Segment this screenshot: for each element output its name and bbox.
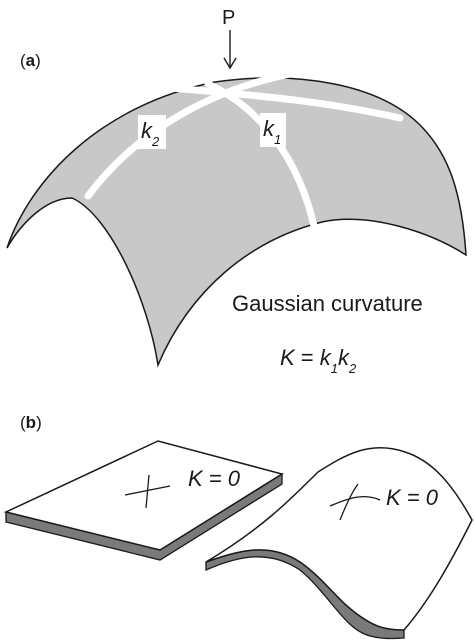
k2-label-background	[138, 115, 166, 149]
panel-a: (a) P k2 k1 Gaussian curvature K = k1k2	[6, 7, 467, 376]
point-p-arrow-icon	[223, 30, 237, 70]
point-p-label: P	[222, 7, 235, 29]
flat-plate: K = 0	[3, 440, 284, 561]
panel-a-label: (a)	[20, 51, 41, 70]
gaussian-curvature-caption: Gaussian curvature	[232, 291, 423, 316]
k2-label: k2	[141, 118, 160, 149]
panel-b: (b) K = 0 K = 0	[3, 413, 473, 640]
curved-surface	[6, 77, 467, 368]
k1-label-background	[260, 113, 286, 147]
curved-sheet-cross-horizontal	[329, 496, 381, 507]
curved-sheet: K = 0	[205, 447, 473, 640]
gaussian-curvature-formula: K = k1k2	[280, 345, 357, 376]
curved-sheet-cross-vertical	[339, 483, 359, 521]
k1-label: k1	[263, 116, 281, 147]
curved-sheet-formula: K = 0	[386, 485, 439, 510]
k2-curvature-line	[84, 68, 304, 200]
flat-plate-formula: K = 0	[188, 466, 241, 491]
panel-b-label: (b)	[20, 413, 42, 432]
k1-curvature-line-a	[168, 84, 404, 122]
flat-plate-cross-vertical	[145, 474, 150, 509]
